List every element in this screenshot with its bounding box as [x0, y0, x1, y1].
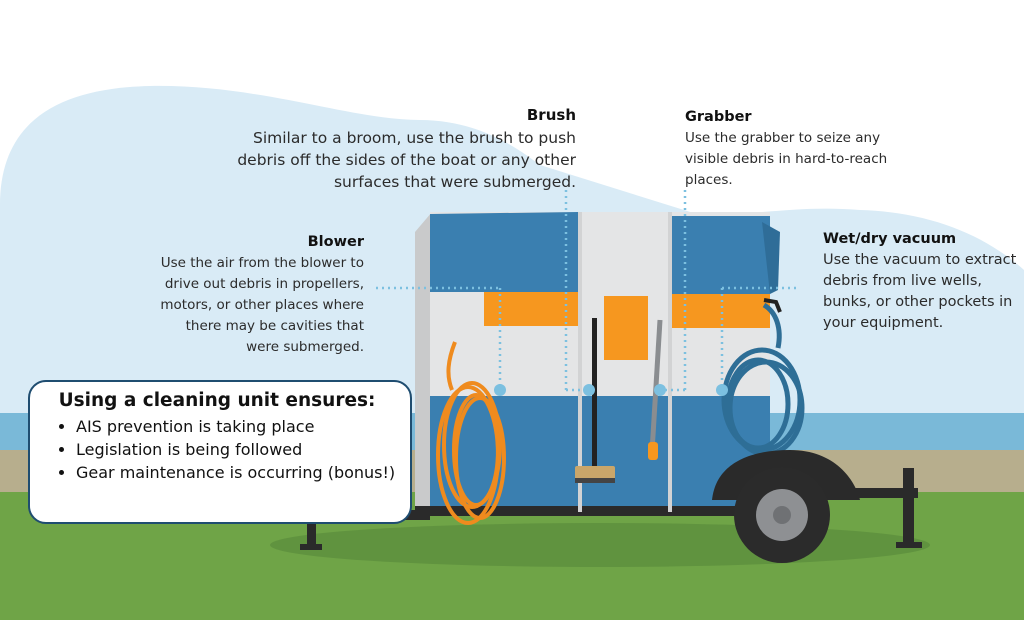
- list-item: Gear maintenance is occurring (bonus!): [76, 461, 396, 484]
- brush-title: Brush: [526, 106, 576, 124]
- orange-stripe-left: [484, 292, 578, 326]
- grabber-title: Grabber: [685, 109, 752, 125]
- list-item: Legislation is being followed: [76, 438, 396, 461]
- vacuum-description: Use the vacuum to extract debris from li…: [823, 252, 1017, 331]
- list-item: AIS prevention is taking place: [76, 415, 396, 438]
- trailer-base-edge: [415, 506, 770, 516]
- grabber-marker: [654, 384, 666, 396]
- trailer-rear-post: [903, 468, 914, 544]
- orange-stripe-right: [672, 294, 770, 328]
- grabber-description: Use the grabber to seize any visible deb…: [685, 130, 888, 188]
- trailer-upper-right-blue: [672, 216, 770, 294]
- orange-center-panel: [604, 296, 648, 360]
- brush-description: Similar to a broom, use the brush to pus…: [237, 129, 576, 191]
- brush-callout: Brush Similar to a broom, use the brush …: [230, 104, 576, 193]
- info-box: Using a cleaning unit ensures: AIS preve…: [28, 380, 412, 524]
- blower-description: Use the air from the blower to drive out…: [160, 255, 364, 355]
- orange-hose: [436, 341, 506, 525]
- vacuum-callout: Wet/dry vacuum Use the vacuum to extract…: [823, 229, 1018, 334]
- trailer-upper-left-blue: [430, 212, 578, 292]
- info-box-list: AIS prevention is taking place Legislati…: [54, 415, 396, 484]
- trailer-shadow: [270, 523, 930, 567]
- info-box-heading: Using a cleaning unit ensures:: [58, 390, 376, 411]
- blower-callout: Blower Use the air from the blower to dr…: [150, 232, 364, 358]
- vacuum-marker: [716, 384, 728, 396]
- grabber-callout: Grabber Use the grabber to seize any vis…: [685, 107, 915, 191]
- trailer-jack-stand: [307, 520, 316, 548]
- blower-title: Blower: [307, 234, 364, 250]
- brush-handle: [592, 318, 597, 468]
- trailer-front-face: [415, 212, 432, 508]
- brush-marker: [583, 384, 595, 396]
- vacuum-title: Wet/dry vacuum: [823, 231, 957, 247]
- blower-marker: [494, 384, 506, 396]
- brush-head: [575, 466, 615, 480]
